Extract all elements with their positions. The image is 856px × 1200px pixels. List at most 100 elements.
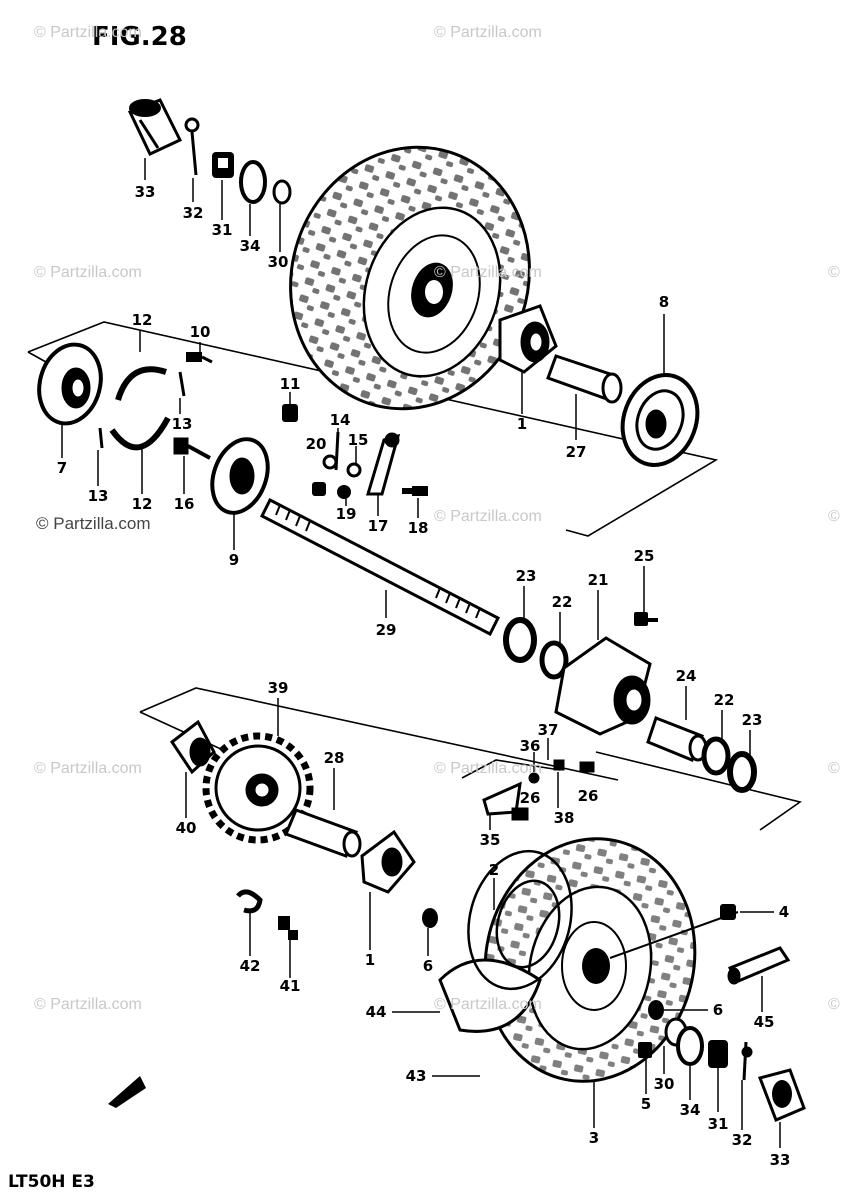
callout-32: 32: [731, 1131, 753, 1149]
spacer-24: [646, 716, 708, 762]
figure-title: FIG.28: [92, 22, 187, 52]
inner-tube-44: [438, 958, 542, 1033]
seal-22-lower: [701, 736, 731, 776]
callout-22: 22: [713, 691, 735, 709]
watermark-main: © Partzilla.com: [36, 514, 151, 533]
nut-6-right: [648, 1000, 664, 1020]
callout-28: 28: [323, 749, 345, 767]
callout-44: 44: [365, 1003, 387, 1021]
callout-6: 6: [712, 1001, 724, 1019]
watermark: ©: [828, 508, 840, 525]
watermark: © Partzilla.com: [34, 760, 142, 777]
leader-lines: [61, 158, 781, 1148]
bolt-18: [402, 486, 428, 496]
callout-13: 13: [87, 487, 109, 505]
watermark: © Partzilla.com: [434, 760, 542, 777]
watermark: © Partzilla.com: [34, 264, 142, 281]
springs-13: [98, 371, 186, 449]
valve-45: [727, 946, 791, 985]
callout-38: 38: [553, 809, 575, 827]
washer-30-upper: [272, 179, 292, 205]
cotter-pin-32-upper: [184, 117, 200, 176]
callout-29: 29: [375, 621, 397, 639]
callout-26: 26: [519, 789, 541, 807]
circlip-42: [236, 889, 263, 914]
callout-18: 18: [407, 519, 429, 537]
nut-6-left: [422, 908, 438, 928]
spacer-27: [546, 354, 623, 404]
brake-shoes-12: [109, 366, 171, 451]
small-parts-35-38: [482, 759, 595, 821]
callout-23: 23: [741, 711, 763, 729]
rim-half-2: [467, 849, 573, 991]
callout-41: 41: [279, 977, 301, 995]
callout-35: 35: [479, 831, 501, 849]
callout-16: 16: [173, 495, 195, 513]
seal-22-upper: [539, 640, 569, 680]
rear-axle-29: [259, 497, 501, 637]
cap-nut-33-lower: [758, 1068, 806, 1122]
callout-7: 7: [56, 459, 68, 477]
nut-31-upper: [212, 152, 234, 178]
callout-31: 31: [707, 1115, 729, 1133]
callout-43: 43: [405, 1067, 427, 1085]
callout-42: 42: [239, 957, 261, 975]
callout-34: 34: [679, 1101, 701, 1119]
callout-1: 1: [516, 415, 528, 433]
callout-13: 13: [171, 415, 193, 433]
bearing-23-upper: [503, 617, 537, 663]
callout-2: 2: [488, 861, 500, 879]
cotter-pin-32-lower: [741, 1041, 753, 1081]
callout-12: 12: [131, 311, 153, 329]
callout-32: 32: [182, 204, 204, 222]
callout-20: 20: [305, 435, 327, 453]
callout-23: 23: [515, 567, 537, 585]
bearing-34-upper: [239, 160, 267, 204]
callout-8: 8: [658, 293, 670, 311]
bolt-25: [634, 612, 658, 626]
sprocket-hub-40: [169, 719, 216, 775]
callout-25: 25: [633, 547, 655, 565]
cap-nut-33-upper: [127, 98, 183, 156]
bolt-41: [278, 916, 298, 940]
nut-11: [282, 404, 298, 422]
callout-15: 15: [347, 431, 369, 449]
lower-wheel-tire: [483, 837, 697, 1083]
model-code: LT50H E3: [8, 1172, 95, 1192]
clip-15-20: [322, 454, 362, 478]
callout-14: 14: [329, 411, 351, 429]
callout-33: 33: [134, 183, 156, 201]
watermark: ©: [828, 264, 840, 281]
callout-37: 37: [537, 721, 559, 739]
callout-11: 11: [279, 375, 301, 393]
brake-cam-16: [173, 437, 211, 460]
watermark: ©: [828, 996, 840, 1013]
watermark: © Partzilla.com: [34, 996, 142, 1013]
bearing-34-lower: [676, 1026, 704, 1066]
callout-1: 1: [364, 951, 376, 969]
callout-6: 6: [422, 957, 434, 975]
sprocket-39: [202, 732, 314, 844]
watermark: © Partzilla.com: [34, 24, 142, 41]
callout-10: 10: [189, 323, 211, 341]
callout-39: 39: [267, 679, 289, 697]
callout-3: 3: [588, 1129, 600, 1147]
bearing-23-lower: [727, 751, 757, 793]
callout-21: 21: [587, 571, 609, 589]
upper-wheel-tire: [289, 145, 531, 411]
bolt-5: [638, 1042, 652, 1058]
brake-drum-8: [620, 373, 700, 467]
callout-9: 9: [228, 551, 240, 569]
watermark: © Partzilla.com: [434, 996, 542, 1013]
watermark: © Partzilla.com: [434, 264, 542, 281]
callout-12: 12: [131, 495, 153, 513]
watermark: © Partzilla.com: [434, 508, 542, 525]
callout-40: 40: [175, 819, 197, 837]
brake-plate-9: [210, 437, 270, 515]
callout-27: 27: [565, 443, 587, 461]
callout-17: 17: [367, 517, 389, 535]
bolt-10: [186, 352, 213, 364]
callout-24: 24: [675, 667, 697, 685]
nut-19-20: [312, 482, 351, 499]
callout-33: 33: [769, 1151, 791, 1169]
